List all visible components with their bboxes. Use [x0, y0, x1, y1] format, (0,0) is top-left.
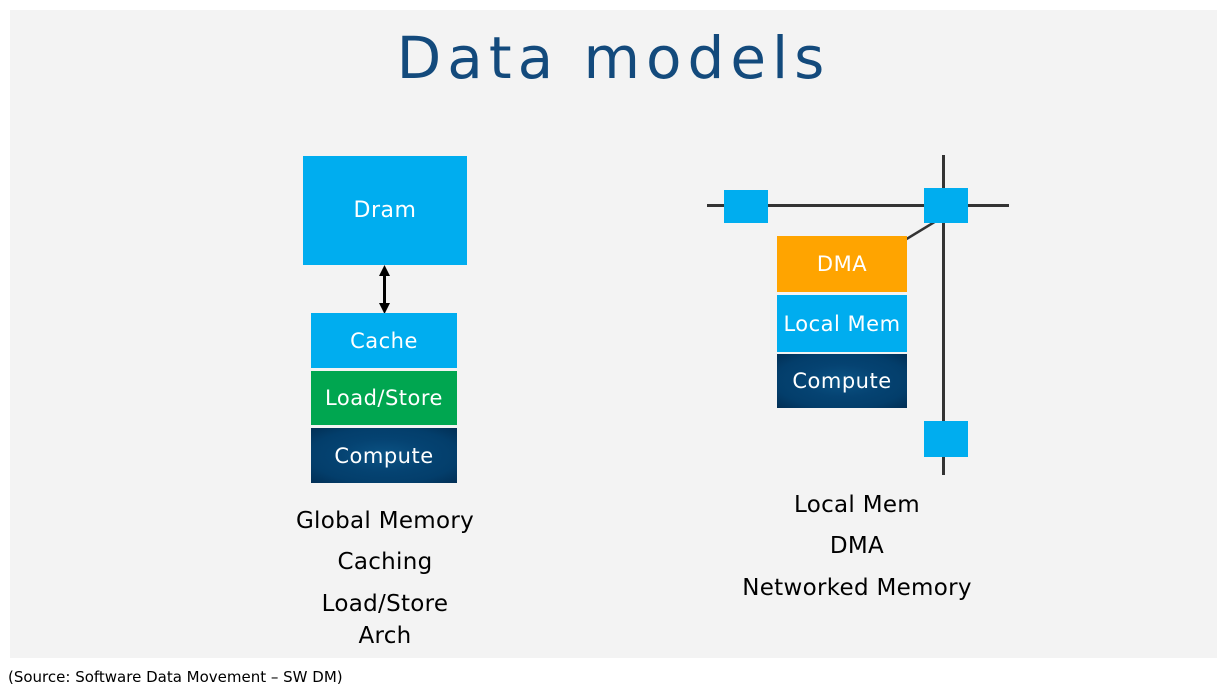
right-block-compute: Compute: [777, 354, 907, 408]
network-node-bottom: [924, 421, 968, 457]
right-block-local-mem: Local Mem: [777, 295, 907, 352]
left-block-load-store: Load/Store: [311, 371, 457, 425]
left-caption-global-memory: Global Memory: [295, 508, 475, 534]
right-caption-networked-memory: Networked Memory: [742, 575, 972, 601]
left-caption-load-store: Load/Store: [321, 591, 449, 617]
network-node-center: [924, 188, 968, 223]
double-headed-arrow-icon: [379, 265, 390, 314]
network-node-left: [724, 190, 768, 223]
page-title: Data models: [396, 24, 831, 92]
left-block-cache: Cache: [311, 313, 457, 368]
right-block-dma: DMA: [777, 236, 907, 292]
source-note: (Source: Software Data Movement – SW DM): [8, 668, 343, 686]
left-block-dram: Dram: [303, 156, 467, 265]
network-link-vertical: [942, 155, 945, 475]
left-caption-arch: Arch: [358, 623, 412, 649]
network-link-horizontal: [707, 204, 1009, 207]
slide-canvas: Data models Dram Cache Load/Store Comput…: [10, 10, 1217, 658]
right-caption-local-mem: Local Mem: [793, 492, 921, 518]
left-block-compute: Compute: [311, 428, 457, 483]
right-caption-dma: DMA: [829, 533, 885, 559]
left-caption-caching: Caching: [337, 549, 433, 575]
